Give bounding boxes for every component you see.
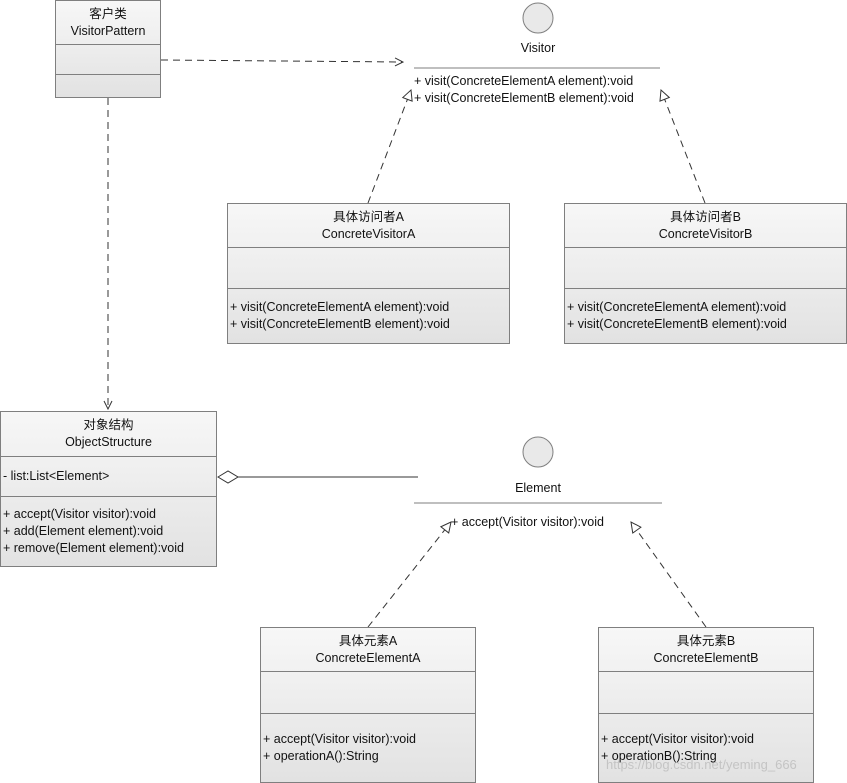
class-object-structure-en-name: ObjectStructure: [65, 435, 152, 449]
dependency-client-visitor: [160, 60, 403, 62]
operation: + visit(ConcreteElementA element):void: [567, 300, 787, 314]
element-interface-icon: [522, 436, 554, 468]
class-concrete-visitor-b[interactable]: 具体访问者B ConcreteVisitorB + visit(Concrete…: [564, 203, 847, 344]
element-interface-name[interactable]: Element: [515, 481, 561, 495]
watermark-text: https://blog.csdn.net/yeming_666: [606, 757, 797, 772]
class-concrete-element-b-header: 具体元素B ConcreteElementB: [599, 628, 813, 672]
operation: + accept(Visitor visitor):void: [263, 732, 416, 746]
aggregation-diamond: [217, 470, 239, 484]
operation: + operationA():String: [263, 749, 379, 763]
operation: + operationB():String: [601, 749, 717, 763]
class-concrete-visitor-b-attributes: [565, 248, 846, 289]
class-concrete-visitor-b-header: 具体访问者B ConcreteVisitorB: [565, 204, 846, 248]
class-object-structure-header: 对象结构 ObjectStructure: [1, 412, 216, 457]
visitor-interface-op: + visit(ConcreteElementA element):void: [414, 74, 634, 88]
class-concrete-element-a-header: 具体元素A ConcreteElementA: [261, 628, 475, 672]
element-interface-op: + accept(Visitor visitor):void: [451, 515, 604, 529]
class-client[interactable]: 客户类 VisitorPattern: [55, 0, 161, 98]
class-concrete-element-a[interactable]: 具体元素A ConcreteElementA + accept(Visitor …: [260, 627, 476, 783]
class-object-structure-cn-name: 对象结构: [83, 418, 134, 432]
class-concrete-visitor-a-en-name: ConcreteVisitorA: [321, 226, 416, 241]
visitor-interface-icon: [522, 2, 554, 34]
class-concrete-visitor-a-operations: + visit(ConcreteElementA element):void +…: [228, 289, 509, 343]
class-client-cn-name: 客户类: [89, 6, 127, 21]
class-concrete-visitor-b-en-name: ConcreteVisitorB: [658, 226, 753, 241]
operation: + visit(ConcreteElementA element):void: [230, 300, 450, 314]
operation: + visit(ConcreteElementB element):void: [230, 317, 450, 331]
class-concrete-element-a-operations: + accept(Visitor visitor):void + operati…: [261, 714, 475, 782]
class-concrete-visitor-a[interactable]: 具体访问者A ConcreteVisitorA + visit(Concrete…: [227, 203, 510, 344]
attribute: - list:List<Element>: [3, 469, 110, 483]
realization-visitorb-visitor: [661, 90, 706, 204]
visitor-interface-op: + visit(ConcreteElementB element):void: [414, 91, 634, 105]
realization-visitora-visitor: [367, 90, 411, 204]
operation: + add(Element element):void: [3, 524, 164, 538]
operation: + accept(Visitor visitor):void: [3, 507, 156, 521]
class-concrete-element-b-operations: + accept(Visitor visitor):void + operati…: [599, 714, 813, 782]
class-client-en-name: VisitorPattern: [70, 23, 146, 38]
class-concrete-element-b[interactable]: 具体元素B ConcreteElementB + accept(Visitor …: [598, 627, 814, 783]
class-concrete-visitor-a-header: 具体访问者A ConcreteVisitorA: [228, 204, 509, 248]
class-concrete-visitor-b-operations: + visit(ConcreteElementA element):void +…: [565, 289, 846, 343]
realization-elementb-element: [631, 522, 707, 628]
class-client-header: 客户类 VisitorPattern: [56, 1, 160, 45]
class-concrete-element-b-cn-name: 具体元素B: [676, 633, 736, 648]
class-concrete-visitor-a-cn-name: 具体访问者A: [333, 209, 404, 224]
operation: + accept(Visitor visitor):void: [601, 732, 754, 746]
class-concrete-element-a-cn-name: 具体元素A: [338, 633, 398, 648]
class-concrete-visitor-a-attributes: [228, 248, 509, 289]
operation: + remove(Element element):void: [3, 541, 184, 555]
operation: + visit(ConcreteElementB element):void: [567, 317, 787, 331]
class-object-structure[interactable]: 对象结构 ObjectStructure - list:List<Element…: [0, 411, 217, 567]
class-object-structure-operations: + accept(Visitor visitor):void + add(Ele…: [1, 497, 216, 566]
class-client-attributes: [56, 45, 160, 75]
class-object-structure-attributes: - list:List<Element>: [1, 457, 216, 497]
class-client-operations: [56, 75, 160, 97]
class-concrete-element-a-en-name: ConcreteElementA: [315, 650, 421, 665]
class-concrete-visitor-b-cn-name: 具体访问者B: [670, 209, 741, 224]
class-concrete-element-a-attributes: [261, 672, 475, 714]
visitor-interface-name[interactable]: Visitor: [520, 41, 556, 55]
class-concrete-element-b-en-name: ConcreteElementB: [653, 650, 759, 665]
class-concrete-element-b-attributes: [599, 672, 813, 714]
realization-elementa-element: [367, 522, 451, 628]
